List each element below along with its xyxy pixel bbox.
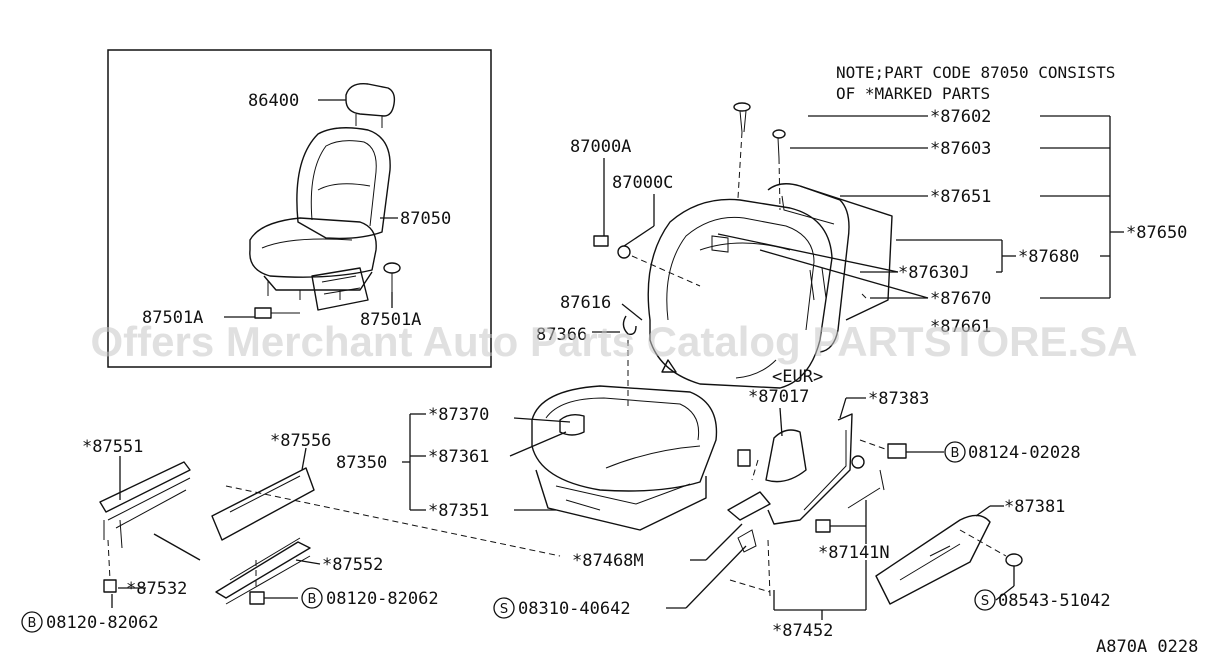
label-87556: *87556 bbox=[270, 431, 331, 451]
label-87661: *87661 bbox=[930, 317, 991, 337]
label-87383: *87383 bbox=[868, 389, 929, 409]
inset-label-87050: 87050 bbox=[400, 209, 451, 229]
inset-bolt-left-drawing bbox=[254, 307, 300, 319]
label-87351: *87351 bbox=[428, 501, 489, 521]
screw-08543-drawing bbox=[1005, 553, 1023, 567]
inset-headrest-drawing bbox=[345, 83, 396, 128]
label-87651: *87651 bbox=[930, 187, 991, 207]
label-87650: *87650 bbox=[1126, 223, 1187, 243]
bolt-08120-left-drawing bbox=[103, 579, 117, 593]
label-87551: *87551 bbox=[82, 437, 143, 457]
label-87361: *87361 bbox=[428, 447, 489, 467]
label-87366: 87366 bbox=[536, 325, 587, 345]
lever-87141n-drawing bbox=[727, 469, 885, 553]
label-87616: 87616 bbox=[560, 293, 611, 313]
label-08120-82062-left: 08120-82062 bbox=[46, 613, 159, 633]
symbol-08543: S bbox=[981, 594, 989, 609]
cover-87556-drawing bbox=[211, 467, 315, 541]
label-08124-02028: 08124-02028 bbox=[968, 443, 1081, 463]
label-87350: 87350 bbox=[336, 453, 387, 473]
inset-seat-drawing bbox=[249, 127, 391, 311]
label-87680: *87680 bbox=[1018, 247, 1079, 267]
bolt-08124-drawing bbox=[887, 443, 907, 459]
inset-label-87501a-left: 87501A bbox=[142, 308, 203, 328]
bolt-87000a-drawing bbox=[593, 235, 609, 247]
rail-87552-drawing bbox=[215, 537, 311, 605]
washer-87000c-drawing bbox=[617, 245, 631, 259]
inset-bolt-right-drawing bbox=[383, 262, 401, 292]
bolt-87468m-area-drawing bbox=[737, 449, 831, 533]
rod-87532-drawing bbox=[153, 533, 201, 561]
label-87370: *87370 bbox=[428, 405, 489, 425]
diagram-code: A870A 0228 bbox=[1096, 637, 1198, 657]
label-87468m: *87468M bbox=[572, 551, 644, 571]
watermark: Offers Merchant Auto Parts Catalog PARTS… bbox=[90, 318, 1137, 365]
label-08310-40642: 08310-40642 bbox=[518, 599, 631, 619]
label-87141n: *87141N bbox=[818, 543, 890, 563]
inset-seat-assembly: 86400 87050 87501A 87501A bbox=[107, 49, 492, 368]
label-eur: <EUR> bbox=[772, 367, 823, 387]
rail-87551-drawing bbox=[99, 461, 191, 549]
label-87452: *87452 bbox=[772, 621, 833, 641]
inset-label-87501a-right: 87501A bbox=[360, 310, 421, 330]
seatback-drawing bbox=[622, 183, 893, 389]
symbol-08124: B bbox=[951, 446, 960, 461]
label-87532: *87532 bbox=[126, 579, 187, 599]
label-87670: *87670 bbox=[930, 289, 991, 309]
label-87000a: 87000A bbox=[570, 137, 631, 157]
label-87000c: 87000C bbox=[612, 173, 673, 193]
label-08543-51042: 08543-51042 bbox=[998, 591, 1111, 611]
recliner-87383-drawing bbox=[767, 413, 865, 525]
label-08120-82062-right: 08120-82062 bbox=[326, 589, 439, 609]
label-87552: *87552 bbox=[322, 555, 383, 575]
bolt-08120-right-drawing bbox=[249, 591, 265, 605]
label-87603: *87603 bbox=[930, 139, 991, 159]
label-87381: *87381 bbox=[1004, 497, 1065, 517]
label-87630j: *87630J bbox=[898, 263, 970, 283]
cover-87017-drawing bbox=[765, 429, 807, 483]
note-line-2: OF *MARKED PARTS bbox=[836, 84, 990, 103]
cushion-drawing bbox=[531, 385, 718, 531]
symbol-08120-left: B bbox=[28, 616, 37, 631]
label-87602: *87602 bbox=[930, 107, 991, 127]
pin-87602-drawing bbox=[733, 102, 751, 133]
cover-87381-drawing bbox=[875, 514, 991, 605]
inset-label-86400: 86400 bbox=[248, 91, 299, 111]
symbol-08310: S bbox=[500, 602, 508, 617]
note-line-1: NOTE;PART CODE 87050 CONSISTS bbox=[836, 63, 1115, 82]
pin-87603-drawing bbox=[772, 129, 786, 159]
label-87017: *87017 bbox=[748, 387, 809, 407]
symbol-08120-right: B bbox=[308, 592, 317, 607]
